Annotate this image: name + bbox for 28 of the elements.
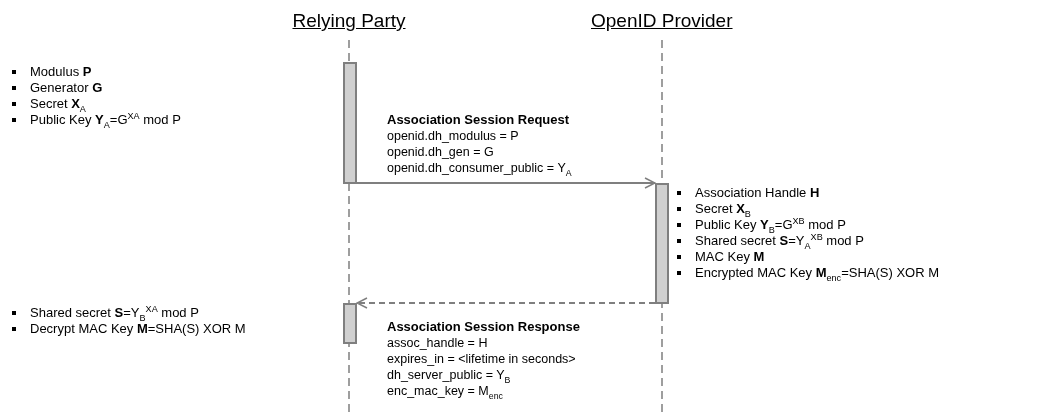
message-label: Association Session Response bbox=[387, 319, 580, 334]
parameter-text: enc_mac_key = M$_{enc}$ bbox=[387, 384, 503, 400]
note-text: MAC Key M bbox=[675, 249, 940, 265]
note-text: Shared secret S=Y$_{B}$$^{XA}$ mod P bbox=[10, 305, 246, 321]
message-arrow bbox=[356, 177, 656, 189]
note-text: Modulus P bbox=[10, 64, 181, 80]
message-arrow bbox=[356, 297, 656, 309]
note-text: Association Handle H bbox=[675, 185, 940, 201]
parameter-text: openid.dh_gen = G bbox=[387, 145, 494, 161]
parameter-text: openid.dh_modulus = P bbox=[387, 129, 519, 145]
note-text: Public Key Y$_{A}$=G$^{XA}$ mod P bbox=[10, 112, 181, 128]
participant-label: OpenID Provider bbox=[591, 10, 733, 32]
note-text: Generator G bbox=[10, 80, 181, 96]
parameter-text: openid.dh_consumer_public = Y$_{A}$ bbox=[387, 161, 572, 177]
participant-label: Relying Party bbox=[292, 10, 406, 32]
note-text: Secret X$_{B}$ bbox=[675, 201, 940, 217]
note-text: Decrypt MAC Key M=SHA(S) XOR M bbox=[10, 321, 246, 337]
parameter-text: dh_server_public = Y$_{B}$ bbox=[387, 368, 511, 384]
parameter-text: expires_in = <lifetime in seconds> bbox=[387, 352, 576, 368]
activation-bar bbox=[343, 303, 357, 344]
note-text: Secret X$_{A}$ bbox=[10, 96, 181, 112]
note-text: Encrypted MAC Key M$_{enc}$=SHA(S) XOR M bbox=[675, 265, 940, 281]
activation-bar bbox=[655, 183, 669, 304]
parameter-text: assoc_handle = H bbox=[387, 336, 488, 352]
note-text: Public Key Y$_{B}$=G$^{XB}$ mod P bbox=[675, 217, 940, 233]
message-label: Association Session Request bbox=[387, 112, 570, 127]
note-text: Shared secret S=Y$_{A}$$^{XB}$ mod P bbox=[675, 233, 940, 249]
activation-bar bbox=[343, 62, 357, 184]
